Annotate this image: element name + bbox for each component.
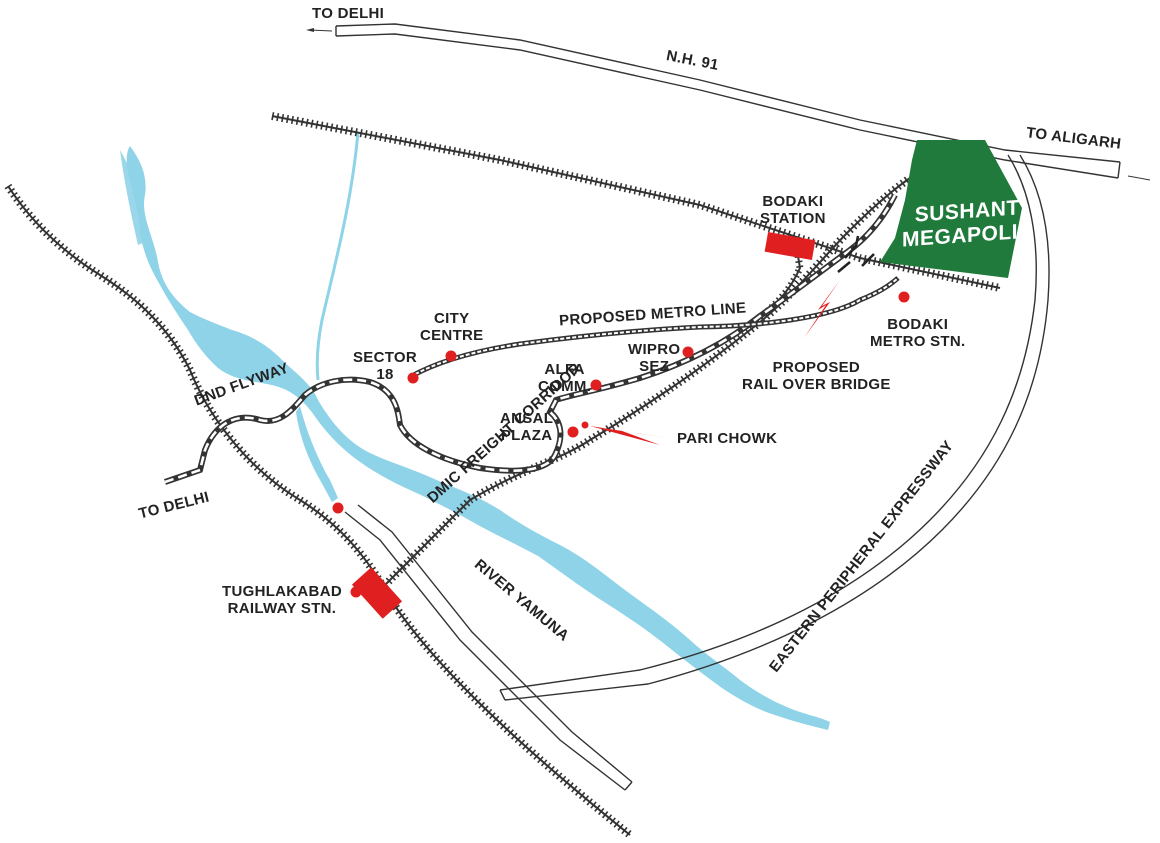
tughlakabad-line2: RAILWAY STN. (227, 600, 337, 617)
alfa-comm-line1: ALFA (544, 361, 585, 378)
bodaki-metro-line2: METRO STN. (870, 333, 966, 350)
pari-chowk-pointer (590, 426, 668, 445)
dnd-flyway-metro (164, 193, 898, 485)
river-yamuna (120, 146, 831, 730)
canal (315, 131, 360, 381)
sector18-line2: 18 (376, 366, 394, 383)
wipro-sez-line1: WIPRO (628, 341, 681, 358)
bodaki-station-marker (764, 231, 816, 261)
eastern-peripheral-expressway-road (499, 154, 1050, 701)
tughlakabad-station-marker (351, 567, 403, 619)
bodaki-metro-line1: BODAKI (887, 316, 949, 333)
bridge-symbols (837, 235, 875, 273)
misc-dot (332, 502, 344, 514)
proposed-rob-line2: RAIL OVER BRIDGE (742, 376, 891, 393)
ansal-plaza-dot (567, 426, 579, 438)
alfa-comm-dot (590, 379, 602, 391)
city-centre-line1: CITY (434, 310, 470, 327)
bodaki-metro-dot (898, 291, 910, 303)
nh91-road (335, 23, 1121, 179)
ansal-plaza-line2: PLAZA (500, 427, 553, 444)
pari-chowk-dot (581, 421, 589, 429)
sushant-megapolis-area (880, 140, 1022, 278)
project-name: SUSHANT MEGAPOLIS (902, 195, 1033, 252)
tughlakabad-road (344, 504, 633, 791)
alfa-comm-line2: COMM. (538, 378, 592, 395)
city-centre-line2: CENTRE (420, 327, 484, 344)
to-delhi-top-label: TO DELHI (312, 5, 385, 22)
bodaki-station-line2: STATION (760, 210, 826, 227)
wipro-sez-dot (682, 346, 694, 358)
sector18-line1: SECTOR (353, 349, 418, 366)
bodaki-station-label: BODAKI STATION (760, 193, 826, 227)
bodaki-station-line1: BODAKI (762, 193, 824, 210)
proposed-metro-line (408, 276, 900, 380)
ansal-plaza-label: ANSAL PLAZA (500, 410, 553, 444)
wipro-sez-line2: SEZ (639, 358, 670, 375)
city-centre-dot (445, 350, 457, 362)
sector18-label: SECTOR 18 (353, 349, 417, 383)
alfa-comm-label: ALFA COMM. (538, 361, 591, 395)
bodaki-metro-label: BODAKI METRO STN. (870, 316, 966, 350)
city-centre-label: CITY CENTRE (420, 310, 483, 344)
proposed-rob-label: PROPOSED RAIL OVER BRIDGE (742, 359, 891, 393)
ansal-plaza-line1: ANSAL (500, 410, 554, 427)
tughlakabad-line1: TUGHLAKABAD (222, 583, 342, 600)
tughlakabad-label: TUGHLAKABAD RAILWAY STN. (222, 583, 342, 617)
sector18-dot (407, 372, 419, 384)
location-markers (332, 291, 910, 598)
wipro-sez-label: WIPRO SEZ (628, 341, 680, 375)
railway-tracks (4, 112, 1001, 839)
tughlakabad-dot (350, 586, 362, 598)
proposed-rob-line1: PROPOSED (772, 359, 861, 376)
pari-chowk-label: PARI CHOWK (677, 430, 778, 447)
